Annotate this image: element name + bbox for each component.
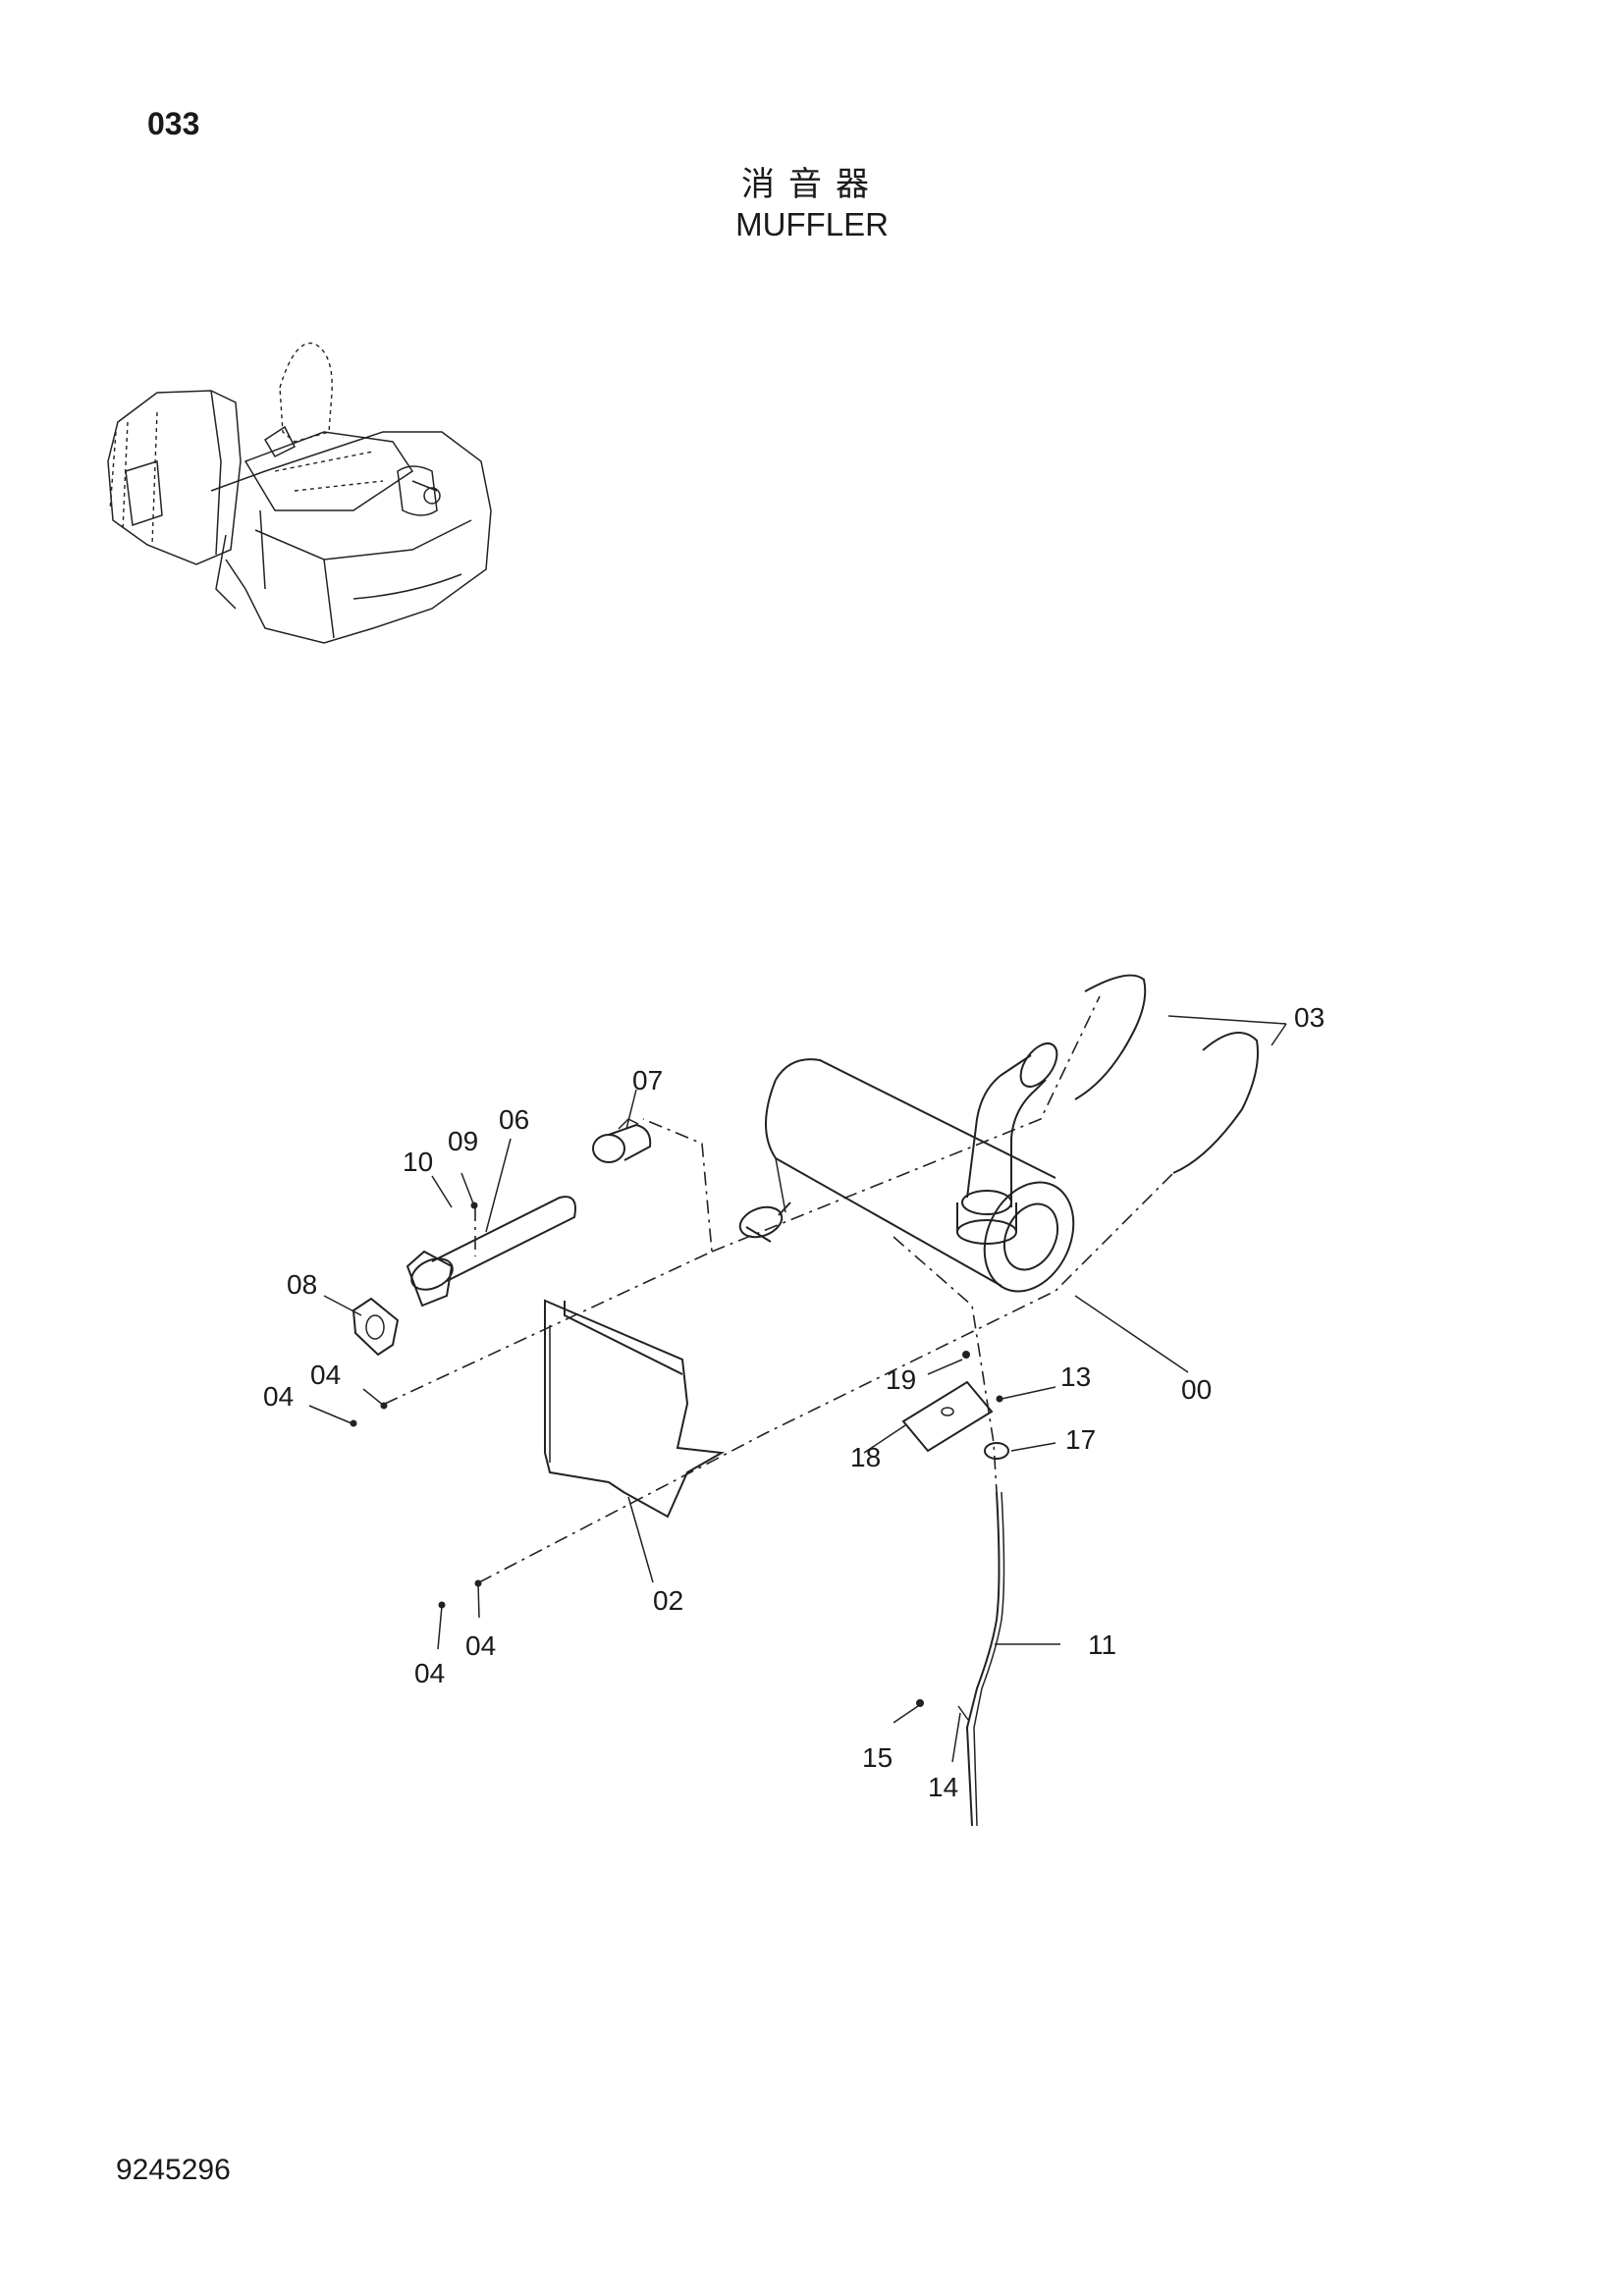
- part-label-11: 11: [1088, 1629, 1116, 1660]
- part-label-13: 13: [1060, 1362, 1091, 1392]
- excavator-locator-illustration: [107, 342, 492, 644]
- part-label-10: 10: [403, 1147, 433, 1177]
- muffler-assembly: [350, 974, 1259, 1827]
- part-label-09: 09: [448, 1126, 478, 1156]
- part-label-04-lower-left: 04: [414, 1658, 445, 1688]
- part-label-14: 14: [928, 1772, 958, 1802]
- part-label-04-upper-right: 04: [310, 1360, 341, 1390]
- part-label-19: 19: [886, 1364, 916, 1395]
- part-label-06: 06: [499, 1104, 529, 1135]
- leader-lines: [308, 1015, 1287, 1763]
- part-label-07: 07: [632, 1065, 663, 1095]
- document-number: 9245296: [116, 2154, 231, 2186]
- part-label-03: 03: [1294, 1002, 1325, 1033]
- part-label-02: 02: [653, 1585, 683, 1616]
- part-label-08: 08: [287, 1269, 317, 1300]
- part-label-17: 17: [1065, 1424, 1096, 1455]
- title-english: MUFFLER: [735, 206, 889, 242]
- part-label-18: 18: [850, 1442, 881, 1472]
- title-chinese: 消音器: [741, 165, 883, 204]
- part-label-15: 15: [862, 1742, 893, 1773]
- part-label-00: 00: [1181, 1374, 1212, 1405]
- part-label-04-upper-left: 04: [263, 1381, 294, 1412]
- page-code: 033: [147, 106, 200, 141]
- part-label-04-lower-right: 04: [465, 1630, 496, 1661]
